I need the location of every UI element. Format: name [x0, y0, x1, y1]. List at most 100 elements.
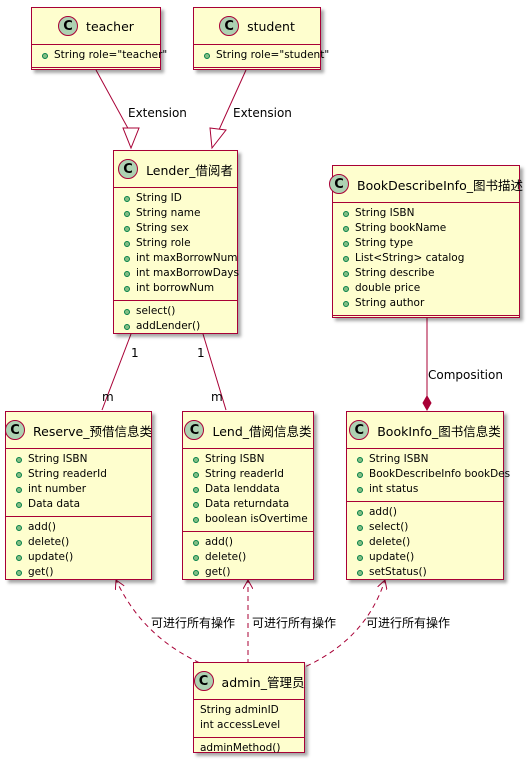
attribute-row: Data data	[6, 497, 151, 512]
attribute-row: boolean isOvertime	[183, 512, 313, 527]
class-icon: C	[193, 671, 214, 691]
method-row: delete()	[347, 535, 503, 550]
method-list	[32, 67, 160, 81]
method-list: adminMethod()	[194, 737, 304, 760]
public-icon	[357, 524, 363, 531]
public-icon	[343, 240, 349, 247]
public-icon	[193, 471, 199, 478]
public-icon	[193, 569, 199, 576]
method-list	[194, 67, 320, 81]
method-row: update()	[6, 550, 151, 565]
attribute-row: String type	[333, 236, 519, 251]
attribute-list: String ID String name String sex String …	[114, 187, 239, 300]
public-icon	[343, 210, 349, 217]
public-icon	[124, 285, 130, 292]
attribute-row: String adminID	[200, 704, 279, 716]
method-row: adminMethod()	[200, 742, 281, 754]
public-icon	[357, 539, 363, 546]
lender-lend-multiplicity-from: 1	[197, 346, 205, 360]
lender-reserve-multiplicity-to: m	[102, 390, 114, 404]
class-title: Lender_借阅者	[146, 162, 233, 178]
public-icon	[124, 308, 130, 315]
public-icon	[124, 240, 130, 247]
method-list: select() addLender()	[114, 300, 237, 338]
public-icon	[193, 486, 199, 493]
attribute-row: String describe	[333, 266, 519, 281]
public-icon	[204, 52, 210, 59]
public-icon	[124, 210, 130, 217]
attribute-row: int number	[6, 482, 151, 497]
attribute-list: String ISBN String readerId int number D…	[6, 448, 151, 516]
public-icon	[343, 225, 349, 232]
attribute-row: BookDescribeInfo bookDes	[347, 467, 510, 482]
method-list	[333, 315, 519, 329]
attribute-row: int status	[347, 482, 503, 497]
admin-reserve-label: 可进行所有操作	[151, 616, 236, 630]
attribute-row: List<String> catalog	[333, 251, 519, 266]
public-icon	[16, 539, 22, 546]
lender-lend-line	[202, 333, 227, 411]
method-row: add()	[183, 535, 313, 550]
public-icon	[124, 323, 130, 330]
public-icon	[16, 569, 22, 576]
method-row: delete()	[6, 535, 151, 550]
class-icon: C	[58, 16, 79, 36]
attribute-row: String readerId	[183, 467, 313, 482]
attribute-list: String ISBN String readerId Data lenddat…	[183, 448, 313, 531]
method-row: get()	[6, 565, 151, 580]
public-icon	[357, 554, 363, 561]
class-icon: C	[184, 420, 205, 440]
attribute-row: int accessLevel	[200, 719, 281, 731]
method-row: select()	[114, 304, 237, 319]
public-icon	[124, 195, 130, 202]
attribute-row: String ISBN	[333, 206, 519, 221]
public-icon	[343, 270, 349, 277]
attribute-row: String ISBN	[183, 452, 313, 467]
public-icon	[343, 285, 349, 292]
public-icon	[357, 471, 363, 478]
public-icon	[124, 225, 130, 232]
method-row: add()	[6, 520, 151, 535]
public-icon	[193, 516, 199, 523]
public-icon	[357, 486, 363, 493]
attribute-row: int maxBorrowDays	[114, 266, 239, 281]
attribute-row: String name	[114, 206, 237, 221]
public-icon	[357, 569, 363, 576]
attribute-row: String bookName	[333, 221, 519, 236]
attribute-list: String role="teacher"	[32, 44, 167, 67]
teacher-extension-triangle	[122, 127, 140, 150]
public-icon	[16, 501, 22, 508]
public-icon	[357, 509, 363, 516]
lender-reserve-multiplicity-from: 1	[131, 346, 139, 360]
attribute-row: Data returndata	[183, 497, 313, 512]
method-list: add() delete() get()	[183, 531, 313, 584]
lender-reserve-line	[101, 333, 132, 411]
public-icon	[357, 456, 363, 463]
public-icon	[16, 456, 22, 463]
public-icon	[343, 300, 349, 307]
method-row: select()	[347, 520, 503, 535]
class-title: BookInfo_图书信息类	[377, 423, 501, 439]
lender-lend-multiplicity-to: m	[211, 390, 223, 404]
class-icon: C	[349, 420, 370, 440]
composition-diamond	[422, 394, 432, 412]
class-icon: C	[329, 174, 350, 194]
attribute-row: int maxBorrowNum	[114, 251, 238, 266]
attribute-row: String readerId	[6, 467, 151, 482]
admin-bookinfo-label: 可进行所有操作	[366, 616, 451, 630]
class-bookinfo[interactable]: C BookInfo_图书信息类 String ISBN BookDescribe…	[346, 411, 510, 580]
attribute-list: String ISBN BookDescribeInfo bookDes int…	[347, 448, 510, 501]
attribute-list: String role="student"	[194, 44, 329, 67]
attribute-row: String role="teacher"	[32, 48, 167, 63]
public-icon	[16, 486, 22, 493]
class-title: student	[247, 18, 295, 34]
public-icon	[42, 52, 48, 59]
attribute-row: Data lenddata	[183, 482, 313, 497]
